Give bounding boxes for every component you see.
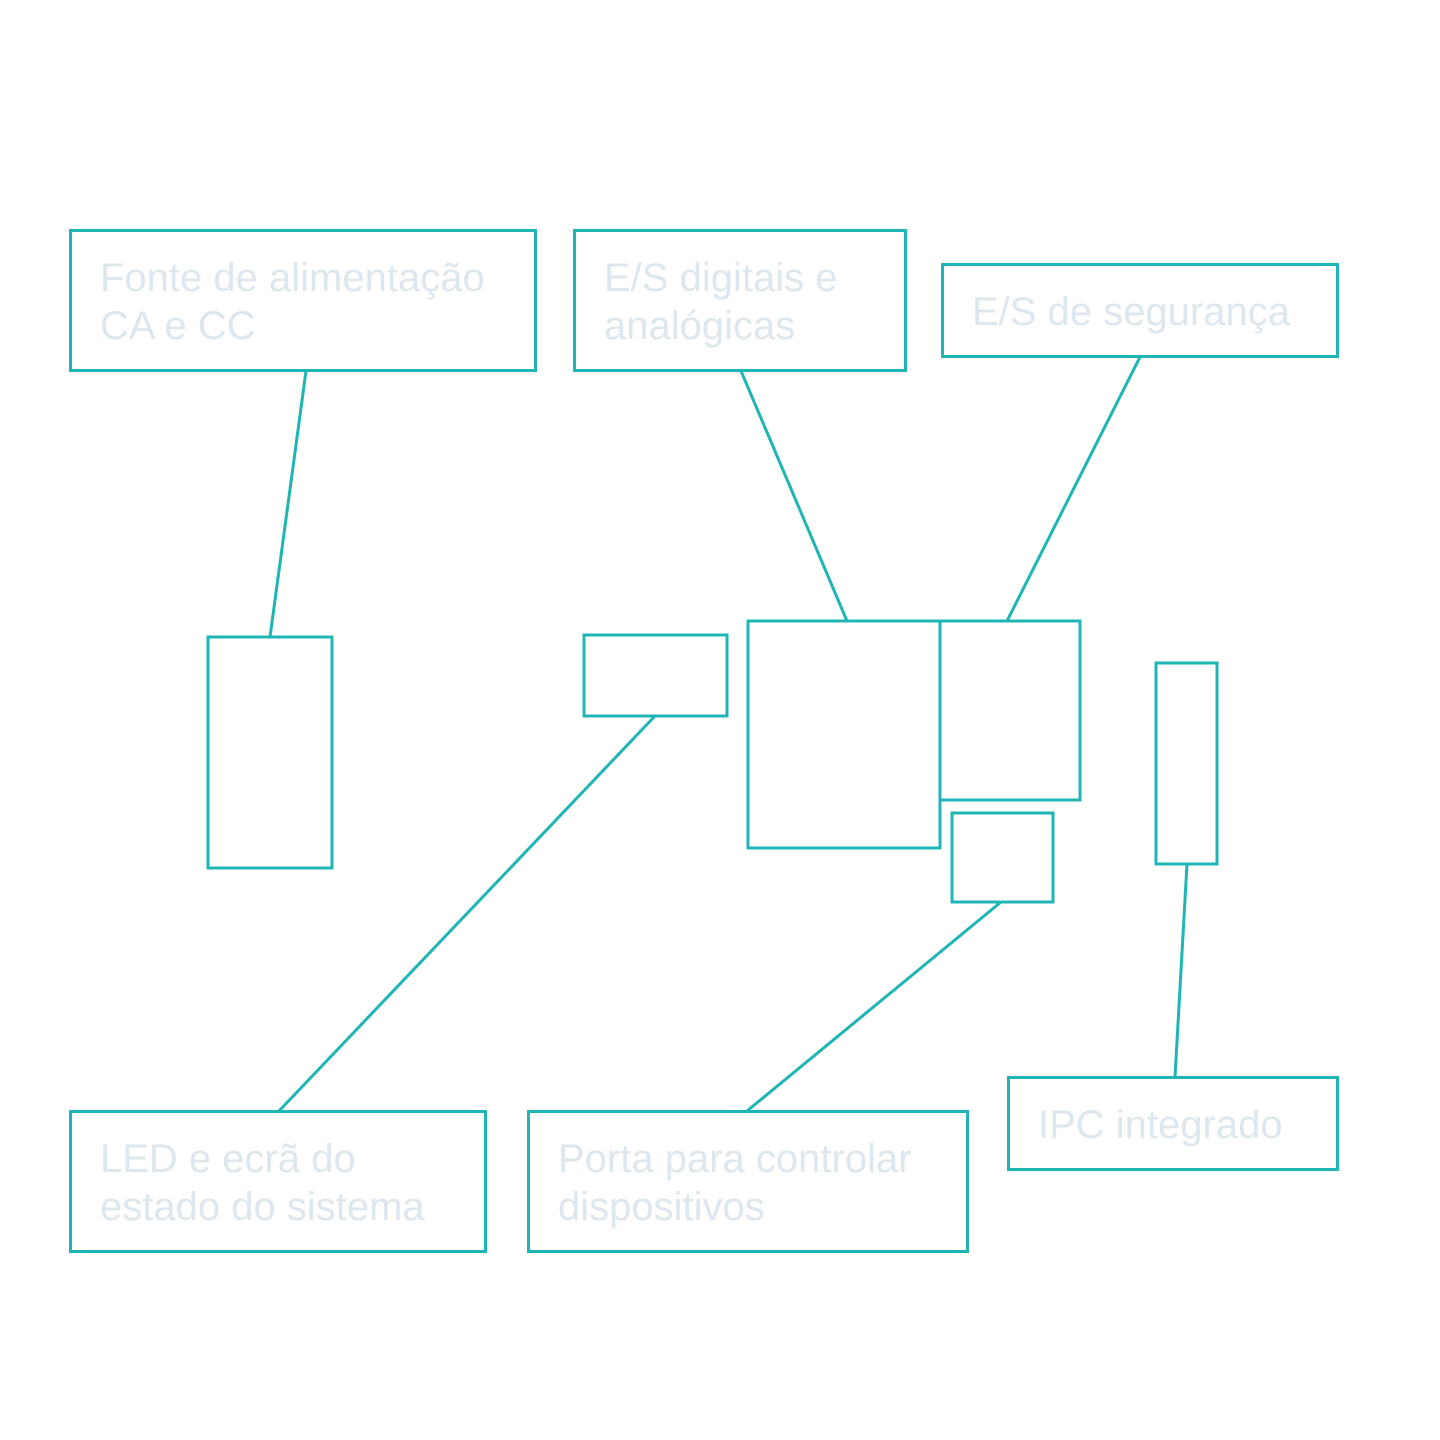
power-supply-label-line-1: Fonte de alimentação: [100, 256, 485, 300]
control-port-component: [950, 811, 1055, 904]
leader-line-digital-analog-io: [739, 370, 849, 622]
leader-line-power-supply: [268, 370, 308, 638]
ipc-component: [1154, 661, 1219, 866]
ipc-label-box: IPC integrado: [1007, 1076, 1339, 1171]
safety-io-component: [938, 619, 1082, 802]
led-status-label-line-1: LED e ecrã do: [100, 1137, 356, 1181]
digital-analog-io-label-line-2: analógicas: [604, 304, 796, 348]
power-supply-label-line-2: CA e CC: [100, 304, 256, 348]
power-supply-label-box: Fonte de alimentação CA e CC: [69, 229, 537, 372]
control-port-label-line-2: dispositivos: [558, 1185, 765, 1229]
control-port-label-line-1: Porta para controlar: [558, 1137, 912, 1181]
control-port-label-box: Porta para controlar dispositivos: [527, 1110, 969, 1253]
safety-io-label-box: E/S de segurança: [941, 263, 1339, 358]
ipc-label-line-1: IPC integrado: [1038, 1103, 1283, 1147]
digital-analog-io-label-line-1: E/S digitais e: [604, 256, 838, 300]
digital-analog-io-label-box: E/S digitais e analógicas: [573, 229, 907, 372]
led-display-component: [582, 633, 729, 718]
leader-line-control-port: [746, 900, 1002, 1113]
leader-line-ipc: [1173, 863, 1189, 1078]
led-status-label-box: LED e ecrã do estado do sistema: [69, 1110, 487, 1253]
leader-line-led-status: [277, 714, 657, 1113]
safety-io-label-line-1: E/S de segurança: [972, 290, 1290, 334]
leader-line-safety-io: [1005, 356, 1142, 622]
power-supply-component: [206, 635, 334, 870]
io-module-component: [746, 619, 942, 850]
led-status-label-line-2: estado do sistema: [100, 1185, 425, 1229]
